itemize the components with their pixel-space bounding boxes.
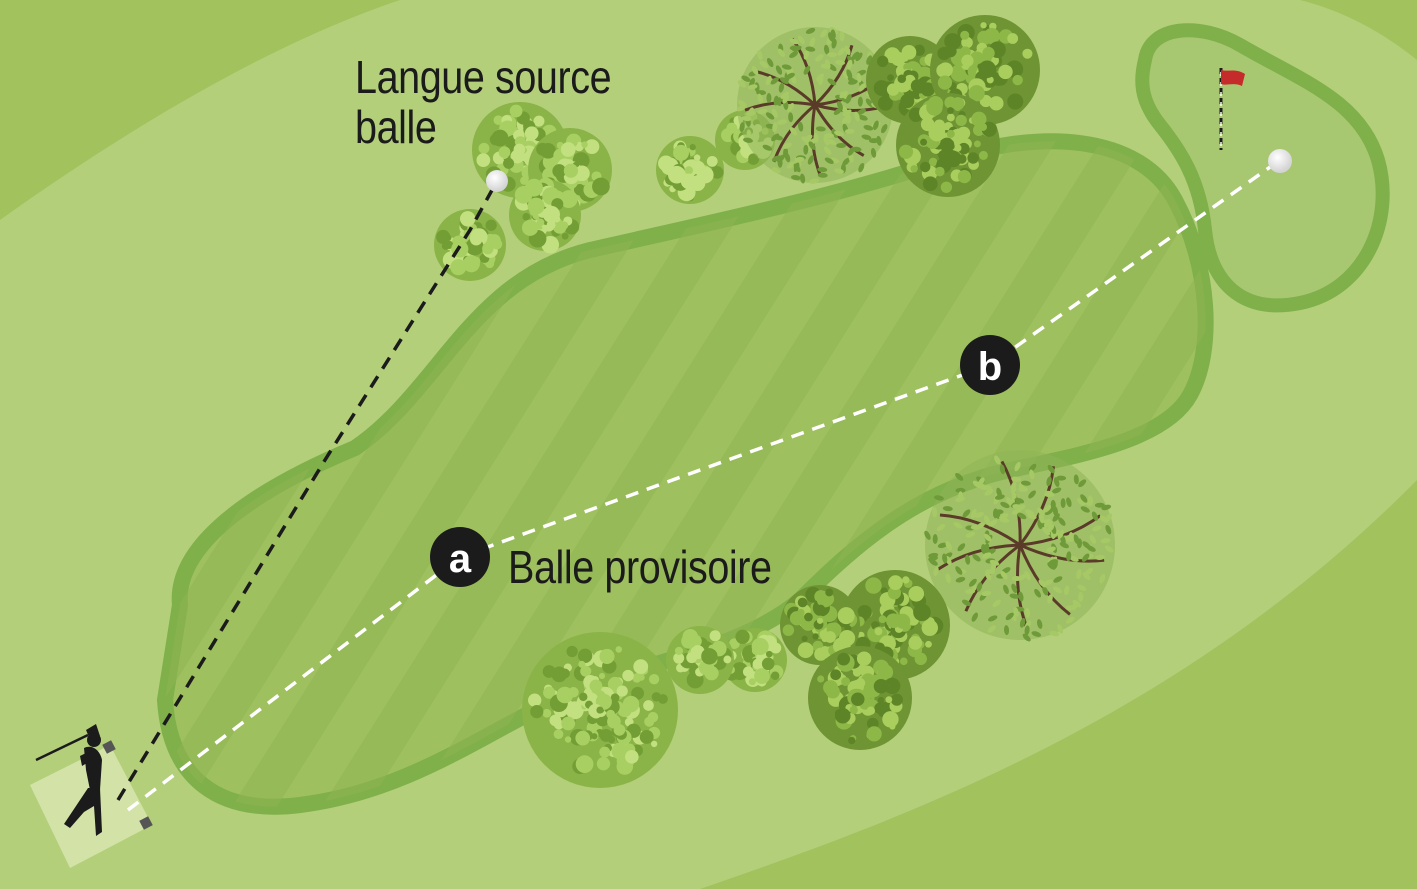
- marker-a: a: [430, 527, 490, 587]
- trees: [434, 15, 1115, 788]
- shrub-icon: [780, 585, 860, 665]
- source-ball-label-line-1: Langue source: [355, 51, 612, 103]
- shrub-icon: [808, 646, 912, 750]
- provisional-ball-label: Balle provisoire: [508, 541, 772, 593]
- flag-icon: [1219, 68, 1245, 150]
- shrub-icon: [723, 628, 787, 692]
- shrub-icon: [522, 632, 678, 788]
- rough-dark-bottom-right: [700, 480, 1417, 889]
- shrub-icon: [434, 209, 506, 281]
- original-ball-path: [116, 180, 499, 801]
- fairway-stripe: [360, 141, 965, 807]
- provisional-ball-path: [126, 158, 1282, 812]
- svg-text:b: b: [978, 345, 1002, 389]
- source-ball-label: Langue source balle: [355, 51, 612, 153]
- golfer-icon: [35, 724, 102, 836]
- rough-dark-top-left: [0, 0, 400, 220]
- putting-green: [1135, 23, 1390, 313]
- marker-b: b: [960, 335, 1020, 395]
- golf-ball-icon: [1268, 149, 1292, 173]
- fairway-stripe: [270, 141, 875, 807]
- golf-ball-icon: [486, 170, 508, 192]
- tree-icon: [924, 450, 1115, 642]
- tee-marker: [139, 816, 153, 830]
- tree-icon: [736, 26, 893, 184]
- tee-marker: [102, 740, 116, 754]
- shrub-icon: [509, 177, 581, 254]
- shrub-icon: [896, 93, 1000, 197]
- svg-text:a: a: [449, 537, 472, 581]
- shrub-icon: [666, 626, 734, 694]
- source-ball-label-line-2: balle: [355, 101, 437, 153]
- shrub-icon: [656, 136, 724, 204]
